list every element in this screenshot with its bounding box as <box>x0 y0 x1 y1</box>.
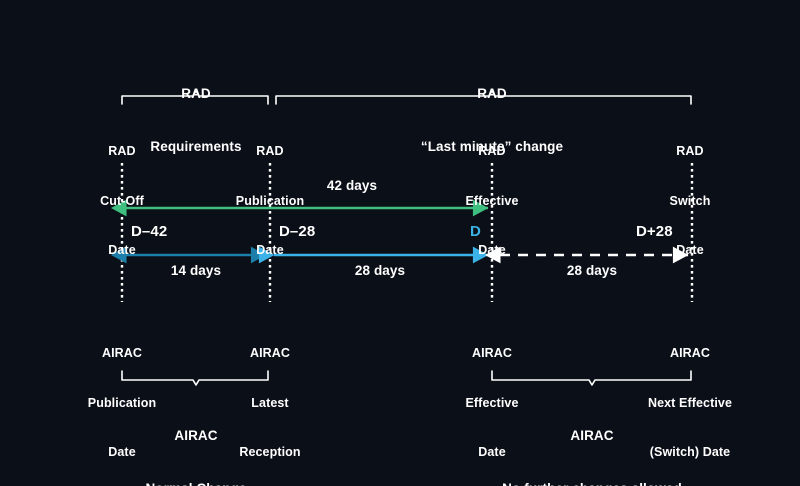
node-line3: Date <box>256 243 284 257</box>
node-line3: Date <box>108 445 136 459</box>
top-node-rad-switch-date: RAD Switch Date <box>615 110 765 292</box>
day-marker-d-minus-42: D–42 <box>131 223 168 240</box>
span-label-42-days: 42 days <box>326 178 378 193</box>
top-group-line2: Requirements <box>150 139 242 155</box>
node-line2: Next Effective <box>647 395 733 410</box>
node-line2: Latest <box>251 395 289 410</box>
node-line2: Cut-Off <box>100 193 144 208</box>
day-marker-d-minus-28: D–28 <box>279 223 316 240</box>
node-line2: Effective <box>465 193 519 208</box>
node-line2: Switch <box>669 193 711 208</box>
node-line1: AIRAC <box>471 346 513 360</box>
date-line-dotted-group <box>120 163 694 302</box>
node-line2: Publication <box>87 395 157 410</box>
span-label-post-28-days: 28 days <box>566 263 618 278</box>
node-line2: Effective <box>465 395 519 410</box>
span-label-14-days: 14 days <box>170 263 222 278</box>
bottom-node-airac-publication-date: AIRAC Publication Date <box>47 312 197 486</box>
bottom-group-line1: AIRAC <box>174 427 218 443</box>
node-line1: RAD <box>256 144 284 158</box>
node-line3: Date <box>478 243 506 257</box>
top-group-label-rad-requirements: RAD Requirements <box>91 49 301 192</box>
node-line1: AIRAC <box>101 346 143 360</box>
top-group-line1: RAD <box>181 85 211 101</box>
top-group-label-rad-last-minute-change: RAD “Last minute” change <box>342 49 642 192</box>
day-marker-d: D <box>470 223 481 240</box>
bottom-group-label-airac-no-further-changes: AIRAC No further changes allowed <box>427 391 757 486</box>
bottom-node-airac-next-effective-switch-date: AIRAC Next Effective (Switch) Date <box>595 312 785 486</box>
bottom-node-airac-latest-reception-date: AIRAC Latest Reception Date <box>190 312 350 486</box>
node-line1: RAD <box>676 144 704 158</box>
bottom-group-line2: Normal Change <box>81 480 311 486</box>
top-group-line2: “Last minute” change <box>420 139 564 155</box>
node-line3: Date <box>478 445 506 459</box>
bottom-group-label-airac-normal-change: AIRAC Normal Change <box>81 391 311 486</box>
day-marker-d-plus-28: D+28 <box>636 223 673 240</box>
node-line2: Publication <box>235 193 305 208</box>
top-node-rad-cut-off-date: RAD Cut-Off Date <box>47 110 197 292</box>
node-line1: AIRAC <box>249 346 291 360</box>
bottom-bracket-airac-no-further-changes <box>491 370 692 386</box>
node-line3: Date <box>108 243 136 257</box>
bottom-group-line2: No further changes allowed <box>427 480 757 486</box>
bottom-group-line1: AIRAC <box>570 427 614 443</box>
node-line3: Date <box>676 243 704 257</box>
top-bracket-rad-last-minute-change <box>275 90 692 105</box>
node-line3: (Switch) Date <box>649 445 731 459</box>
bottom-bracket-airac-normal-change <box>121 370 269 386</box>
top-node-rad-effective-date: RAD Effective Date <box>417 110 567 292</box>
node-line1: AIRAC <box>669 346 711 360</box>
node-line1: RAD <box>478 144 506 158</box>
bottom-node-airac-effective-date: AIRAC Effective Date <box>417 312 567 486</box>
node-line3: Reception <box>239 445 301 459</box>
span-label-28-days: 28 days <box>354 263 406 278</box>
top-node-rad-publication-date: RAD Publication Date <box>190 110 350 292</box>
top-bracket-rad-requirements <box>121 90 269 105</box>
node-line1: RAD <box>108 144 136 158</box>
top-group-line1: RAD <box>477 85 507 101</box>
